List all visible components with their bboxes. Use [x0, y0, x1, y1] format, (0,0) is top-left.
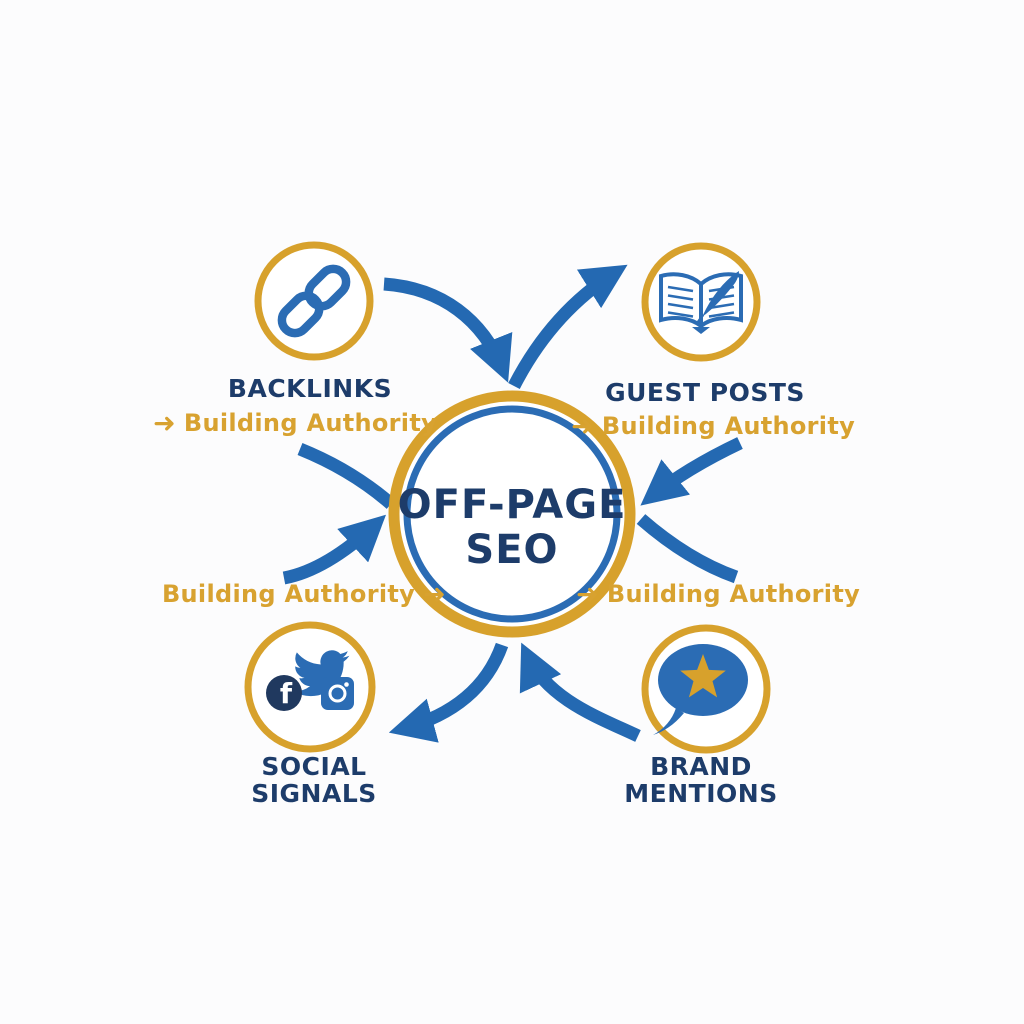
center-hub-circle: [388, 390, 636, 638]
social-signals-tagline: Building Authority ➜: [162, 580, 446, 608]
open-book-quill-icon: [659, 271, 743, 334]
quill-icon: [702, 271, 739, 317]
arrow-center-to-guest-posts: [508, 264, 628, 389]
center-title-line1: OFF-PAGE: [397, 482, 627, 528]
brand-mentions-label: BRAND MENTIONS: [624, 752, 778, 808]
gold-arrow-icon: ➜: [575, 578, 599, 610]
center-blue-ring: [403, 405, 621, 623]
brand-mentions-tagline-text: Building Authority: [606, 580, 861, 608]
arrow-left-lower-to-center: [282, 514, 387, 585]
quill-nib: [696, 314, 705, 323]
connector-arrows: [282, 264, 743, 743]
facebook-f-letter: f: [280, 677, 293, 710]
instagram-icon: [321, 677, 354, 710]
center-title-line2: SEO: [465, 527, 559, 573]
backlinks-label: BACKLINKS: [227, 374, 393, 403]
star-icon: [680, 654, 726, 698]
speech-bubble-star-icon: [653, 644, 748, 735]
arrow-right-lower-curve: [636, 514, 739, 584]
social-networks-icons: f: [266, 650, 354, 711]
gold-arrow-icon: ➜: [423, 578, 447, 610]
gold-arrow-icon: ➜: [152, 407, 176, 439]
arrow-center-to-social-signals: [388, 642, 509, 743]
speech-bubble-tail: [653, 708, 684, 735]
arrow-left-upper-curve: [297, 442, 396, 509]
backlinks-tagline: ➜ Building Authority: [153, 409, 437, 437]
backlinks-tagline-text: Building Authority: [183, 409, 438, 437]
guest-posts-tagline-text: Building Authority: [601, 412, 856, 440]
center-gold-ring: [388, 390, 636, 638]
arrow-right-upper-to-center: [640, 437, 743, 506]
arrow-brand-mentions-to-center: [519, 642, 641, 742]
brand-mentions-tagline: ➜ Building Authority: [576, 580, 860, 608]
social-signals-tagline-text: Building Authority: [161, 580, 416, 608]
chain-link-icon: [277, 264, 351, 338]
chain-link-right: [304, 264, 351, 311]
social-signals-label: SOCIAL SIGNALS: [251, 752, 377, 808]
book-base: [692, 327, 710, 334]
center-title: OFF-PAGE SEO: [398, 483, 627, 573]
gold-arrow-icon: ➜: [570, 410, 594, 442]
guest-posts-tagline: ➜ Building Authority: [571, 412, 855, 440]
arrow-backlinks-to-center: [383, 277, 513, 383]
book-left-page: [659, 272, 703, 331]
guest-posts-label: GUEST POSTS: [605, 378, 805, 407]
facebook-icon: [266, 675, 302, 711]
